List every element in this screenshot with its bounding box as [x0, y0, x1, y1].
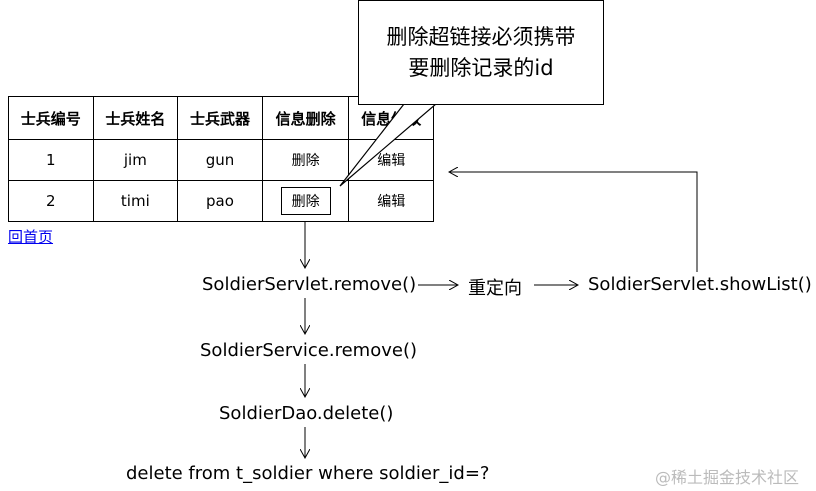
- redirect-node: 重定向: [468, 278, 522, 299]
- edit-link[interactable]: 编辑: [377, 194, 406, 210]
- cell-delete: 删除: [261, 180, 350, 222]
- delete-link-highlighted[interactable]: 删除: [280, 187, 331, 215]
- callout-note: 删除超链接必须携带 要删除记录的id: [358, 0, 604, 105]
- cell-weapon: gun: [177, 139, 263, 181]
- delete-link[interactable]: 删除: [291, 153, 320, 169]
- watermark: @稀土掘金技术社区: [655, 468, 800, 487]
- callout-line-1: 删除超链接必须携带: [386, 25, 576, 49]
- servlet-showlist-node: SoldierServlet.showList(): [588, 274, 812, 295]
- sql-statement-node: delete from t_soldier where soldier_id=?: [126, 463, 490, 484]
- service-remove-node: SoldierService.remove(): [200, 340, 417, 361]
- callout-line-2: 要删除记录的id: [408, 56, 554, 80]
- servlet-remove-node: SoldierServlet.remove(): [202, 274, 417, 295]
- cell-delete: 删除: [261, 139, 350, 181]
- table-row: 2 timi pao 删除 编辑: [8, 180, 434, 222]
- header-soldier-id: 士兵编号: [8, 96, 94, 140]
- dao-delete-node: SoldierDao.delete(): [219, 403, 394, 424]
- cell-id: 2: [8, 180, 94, 222]
- header-delete: 信息删除: [261, 96, 350, 140]
- header-soldier-weapon: 士兵武器: [177, 96, 263, 140]
- home-link[interactable]: 回首页: [8, 228, 54, 246]
- table-header-row: 士兵编号 士兵姓名 士兵武器 信息删除 信息修改: [8, 96, 434, 140]
- edit-link[interactable]: 编辑: [377, 153, 406, 169]
- arrow-showlist-to-table: [449, 172, 698, 272]
- cell-name: jim: [92, 139, 179, 181]
- cell-edit: 编辑: [348, 180, 434, 222]
- cell-name: timi: [92, 180, 179, 222]
- soldier-table: 士兵编号 士兵姓名 士兵武器 信息删除 信息修改 1 jim gun 删除 编辑…: [8, 96, 434, 222]
